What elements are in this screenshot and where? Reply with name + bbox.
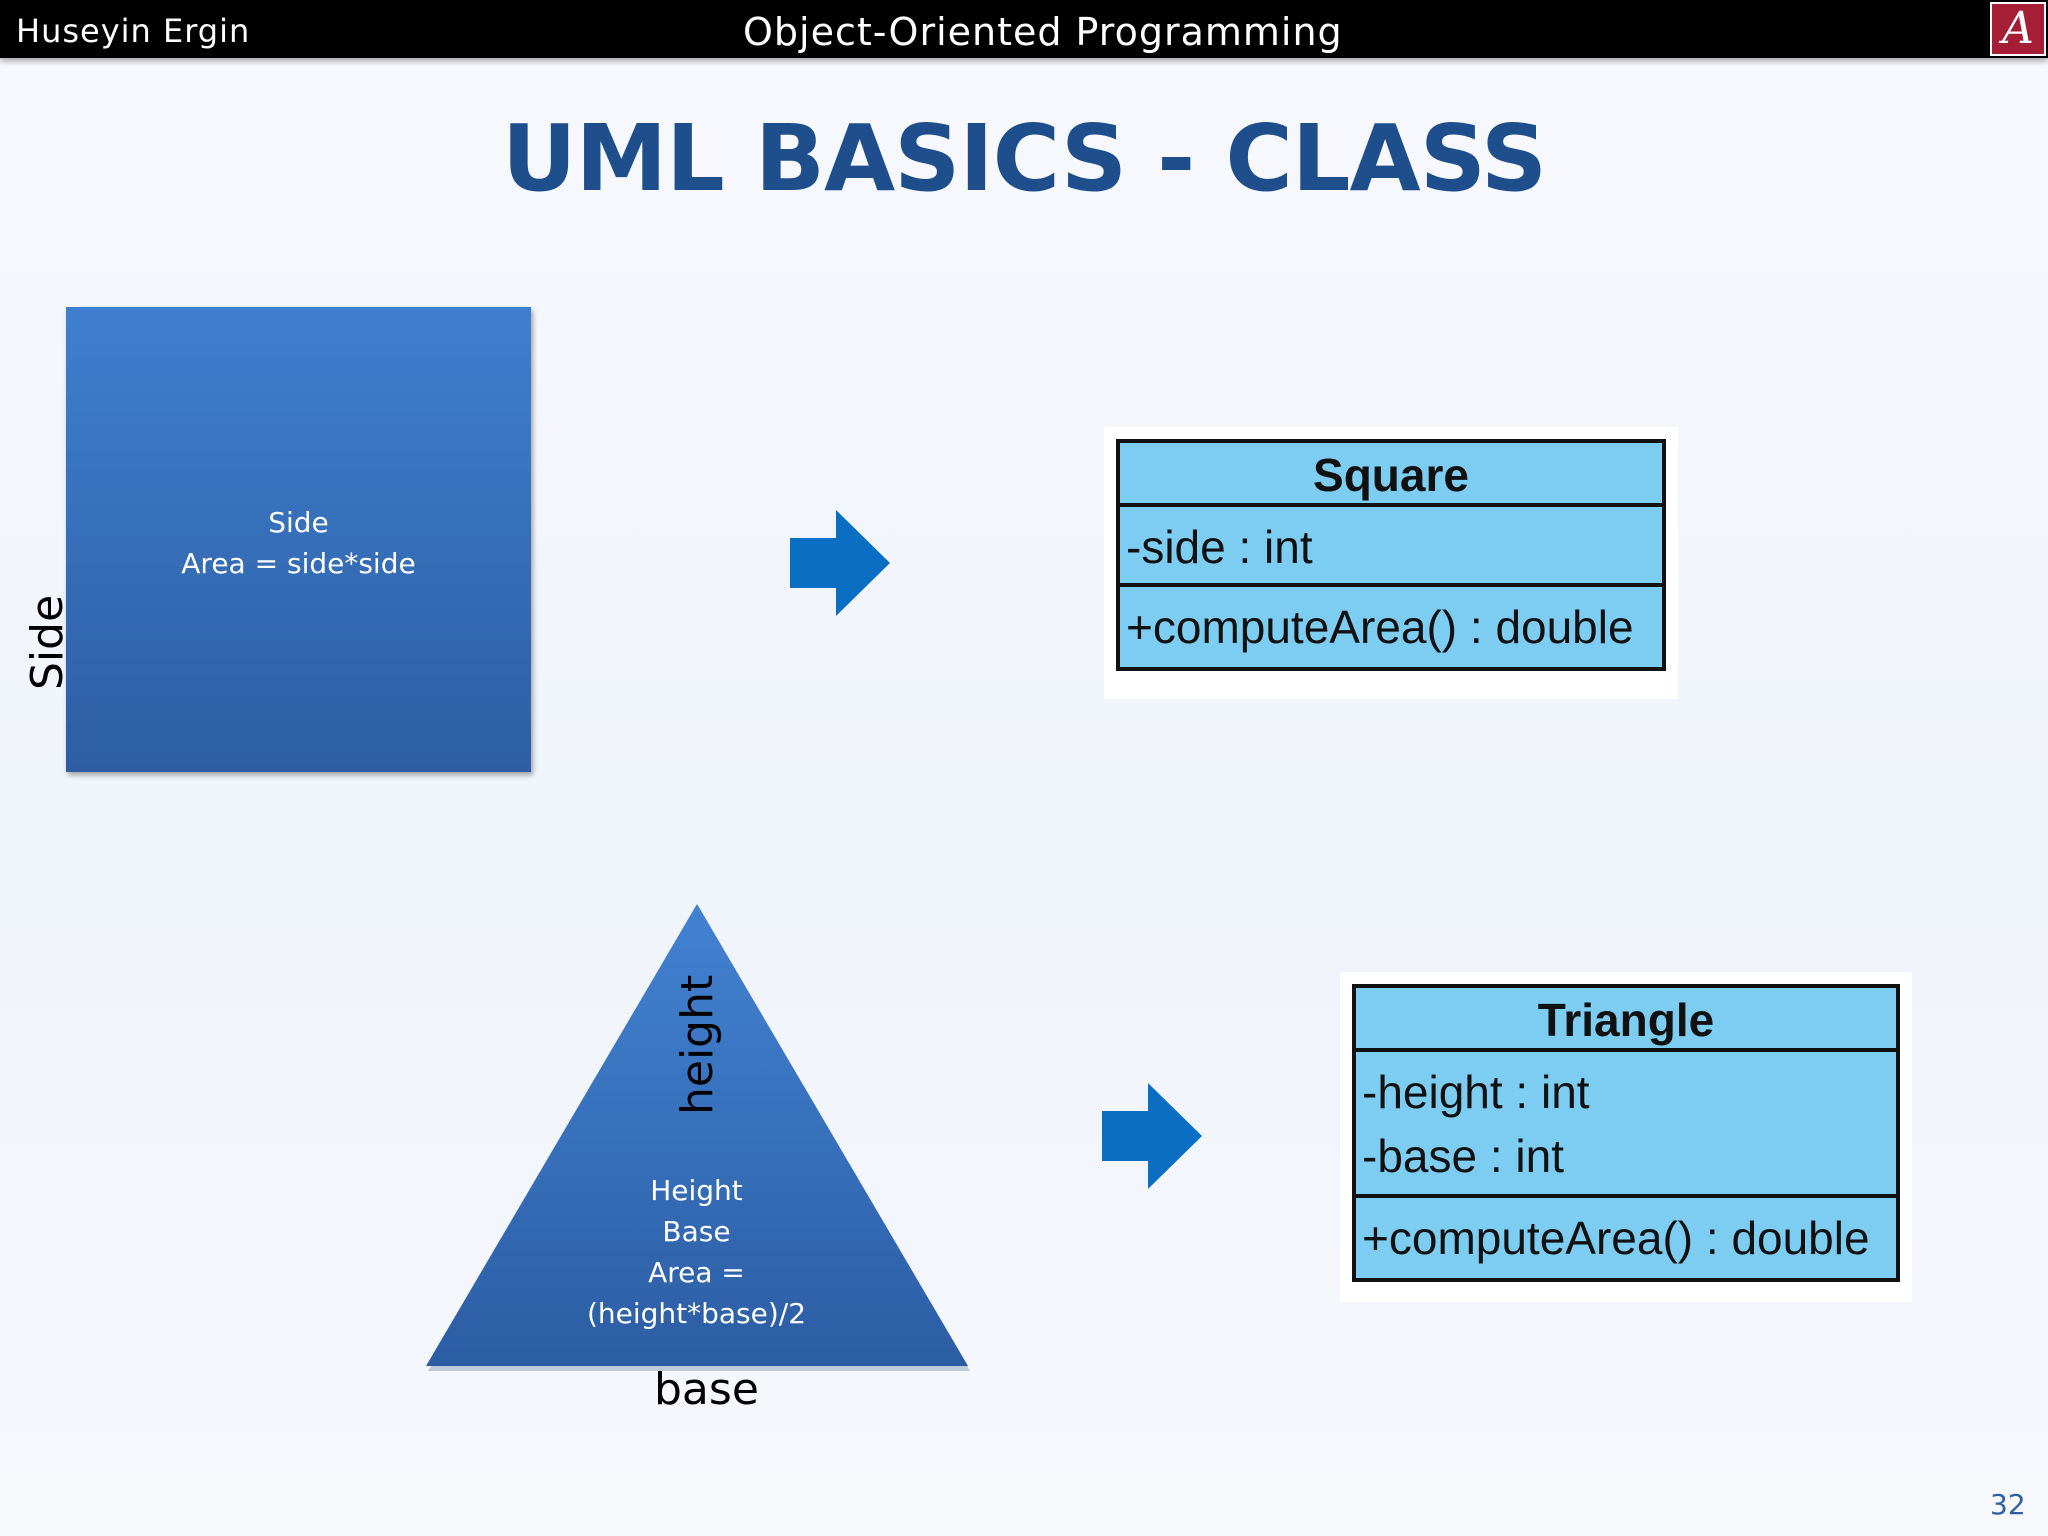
uml-attribute: -base : int (1362, 1130, 1564, 1182)
uml-attributes: -side : int (1120, 507, 1662, 587)
uml-operation: +computeArea() : double (1126, 601, 1634, 653)
uml-operations: +computeArea() : double (1120, 587, 1662, 667)
uml-class-name: Triangle (1356, 988, 1896, 1052)
author-name: Huseyin Ergin (16, 12, 251, 50)
triangle-text-formula: (height*base)/2 (586, 1297, 807, 1330)
uml-class-triangle: Triangle -height : int -base : int +comp… (1340, 972, 1912, 1302)
course-title: Object-Oriented Programming (743, 10, 1343, 54)
triangle-text-area: Area = (648, 1256, 745, 1289)
header-bar: Huseyin Ergin Object-Oriented Programmin… (0, 0, 2048, 58)
square-text-side: Side (268, 506, 329, 539)
triangle-text-base: Base (662, 1215, 731, 1248)
uml-attribute: -side : int (1126, 521, 1313, 573)
page-number: 32 (1990, 1488, 2026, 1521)
base-dimension-label: base (654, 1364, 759, 1415)
right-arrow-icon (790, 510, 890, 616)
square-text-area: Area = side*side (181, 547, 416, 580)
triangle-shape (426, 904, 970, 1371)
uml-attributes: -height : int -base : int (1356, 1052, 1896, 1198)
university-logo: A (1990, 2, 2046, 56)
height-dimension-label: height (672, 974, 723, 1115)
triangle-text: Height Base Area = (height*base)/2 (520, 1170, 873, 1334)
uml-attribute: -height : int (1362, 1066, 1590, 1118)
uml-class-square: Square -side : int +computeArea() : doub… (1104, 427, 1678, 699)
slide-title: UML BASICS - CLASS (501, 105, 1547, 212)
square-shape: Side Area = side*side (66, 307, 531, 772)
side-dimension-label: Side (22, 594, 73, 690)
uml-class-name: Square (1120, 443, 1662, 507)
right-arrow-icon (1102, 1083, 1202, 1189)
uml-operations: +computeArea() : double (1356, 1198, 1896, 1278)
uml-operation: +computeArea() : double (1362, 1212, 1870, 1264)
triangle-text-height: Height (650, 1174, 743, 1207)
